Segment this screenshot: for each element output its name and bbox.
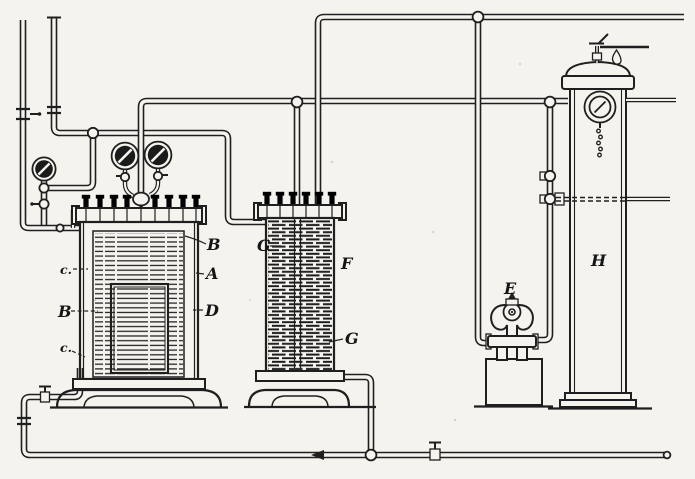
label-f: F	[340, 254, 354, 273]
pump	[474, 292, 553, 408]
label-g-upper: G	[257, 236, 271, 255]
pump-left-feed-pipe	[478, 19, 493, 343]
pipe-tee-icon	[471, 10, 485, 24]
column-base-skirt	[247, 388, 351, 407]
label-c-lower: c.	[60, 340, 72, 355]
pressure-gauge-icon	[110, 141, 140, 171]
vessel-liner	[92, 230, 185, 378]
scan-speckles	[93, 62, 522, 422]
inner-tank	[109, 282, 170, 375]
drain-valve-icon	[39, 385, 51, 403]
liquid-drop-icon	[611, 48, 622, 65]
pressure-gauge-icon	[31, 156, 57, 182]
column-shell	[569, 87, 627, 394]
left-vessel	[50, 194, 228, 409]
gauge-manifold-icon	[132, 191, 150, 207]
label-g-lower: G	[345, 329, 359, 348]
pipe-tee-icon	[86, 126, 100, 140]
cooling-coil-hatch	[95, 233, 183, 376]
pipe-tee-icon	[38, 182, 50, 194]
top-valve-assembly	[589, 33, 649, 65]
right-stub-pipe	[626, 100, 676, 199]
base-flare	[564, 392, 632, 401]
label-b-top: B	[206, 235, 221, 254]
pump-leg	[496, 346, 508, 361]
pipe-network	[16, 10, 684, 462]
top-flange	[257, 204, 343, 219]
column-gauge-icon	[583, 90, 617, 158]
pump-cap	[505, 298, 519, 306]
tall-column	[548, 33, 676, 410]
pipe-union-icon	[55, 223, 65, 233]
middle-coil-column	[244, 191, 376, 409]
pump-flange-bar	[487, 335, 537, 348]
pump-pedestal	[485, 358, 543, 406]
figure-labels: B A D c. B c. G F G E H	[57, 235, 607, 358]
gate-valve-icon	[16, 107, 30, 121]
pipe-tee-icon	[543, 95, 557, 109]
column-base-plate	[255, 370, 345, 382]
pipe-tee-icon	[364, 448, 378, 462]
pipe-fittings	[16, 16, 61, 426]
bottom-run-valve-icon	[429, 441, 441, 461]
flow-arrow-icon	[311, 450, 324, 460]
pump-leg	[516, 346, 528, 361]
label-h: H	[590, 251, 607, 270]
dome-cap	[564, 60, 632, 77]
vessel-base-skirt	[55, 388, 223, 408]
pressure-gauge-icon	[143, 140, 173, 170]
pump-right-feed-pipe	[535, 105, 550, 340]
drop-pipe-valves	[539, 169, 565, 206]
top-header-pipe	[318, 17, 684, 207]
dip-tubes	[293, 219, 302, 368]
middle-column-side-feed-pipe	[54, 18, 267, 222]
pipe-coupling-icon	[17, 416, 31, 426]
needle-valve-icon	[30, 198, 50, 210]
vessel-base-plate	[72, 378, 206, 390]
pipe-end-cap	[662, 450, 672, 460]
label-c-upper: c.	[60, 262, 72, 277]
base-plate	[559, 399, 637, 408]
label-d: D	[204, 301, 219, 320]
valve-body	[591, 52, 603, 61]
label-a: A	[204, 264, 218, 283]
valve-handle-icon	[589, 33, 609, 45]
label-b-left: B	[57, 302, 72, 321]
pressure-gauges	[31, 140, 173, 211]
gauge-chain-icon	[596, 128, 603, 158]
middle-column-drain-pipe	[332, 377, 371, 452]
pipe-coupling-icon	[47, 105, 61, 115]
mid-header-pipe	[141, 101, 568, 194]
pipe-tee-icon	[290, 95, 304, 109]
dome-band	[561, 75, 635, 90]
pump-finial-icon	[508, 292, 516, 299]
hidden-pipe-dashed	[556, 196, 627, 202]
label-e: E	[503, 279, 517, 298]
